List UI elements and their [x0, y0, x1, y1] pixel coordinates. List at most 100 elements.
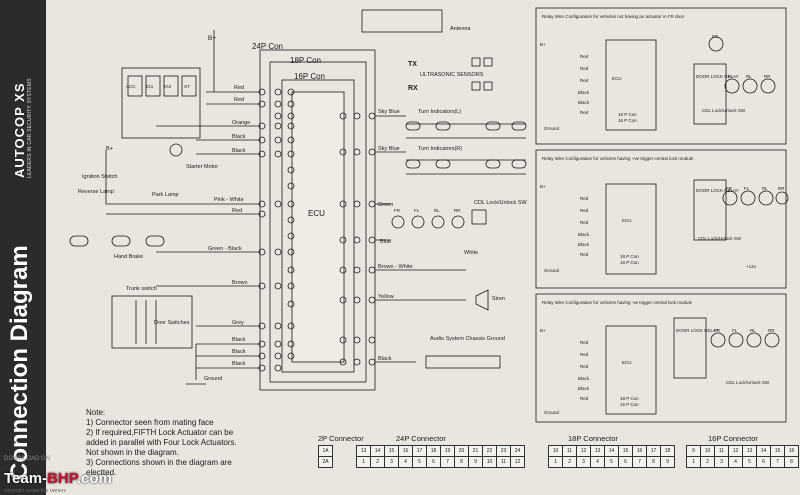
wire-brown: Brown: [232, 280, 248, 286]
note-2b: added in parallel with Four Lock Actuato…: [86, 438, 237, 447]
label-turn-right: Turn Indicators(R): [418, 146, 462, 152]
label-turn-left: Turn Indicators(L): [418, 109, 461, 115]
pin-cell: 15: [770, 445, 785, 457]
panel-2-rl: RL: [762, 186, 768, 191]
pin-cell: 5: [742, 456, 757, 468]
label-ultrasonic: ULTRASONIC SENSORS: [420, 72, 484, 78]
wire-grey: Grey: [232, 320, 244, 326]
panel-1-ecu: ECU: [612, 76, 622, 81]
pin-cell: 11: [714, 445, 729, 457]
label-reverse: Reverse Lamp: [78, 189, 114, 195]
panel-3-wire-3: Black: [578, 376, 590, 381]
panel-2-con18: 18 P Con: [620, 254, 639, 259]
panel-2-wire-5: Red: [580, 252, 589, 257]
right-wires: [375, 115, 526, 363]
label-siren: Siren: [492, 296, 505, 302]
starter-motor-icon: [169, 143, 183, 157]
note-2c: Not shown in the diagram.: [86, 448, 179, 457]
pin-cell: 5: [604, 456, 619, 468]
wire-sky-blue-1: Sky Blue: [378, 109, 400, 115]
label-starter: Starter Motor: [186, 164, 218, 170]
wire-black-5: Black: [232, 361, 246, 367]
brand-logo: AUTOCOP XS LEADERS IN CAR SECURITY SYSTE…: [12, 60, 34, 178]
panel-3-con18: 18 P Con: [620, 396, 639, 401]
pin-cell: 11: [562, 445, 577, 457]
actuator-fl-icon: [411, 215, 425, 229]
pin-cell: 14: [604, 445, 619, 457]
panel-1-title: Relay Wire Configuration for vehicles no…: [542, 14, 685, 19]
connector-24p-title: 24P Connector: [396, 434, 446, 443]
pin-cell: 24: [510, 445, 525, 457]
note-3b: electted.: [86, 468, 117, 477]
panel-1: [535, 7, 787, 145]
pin-cell: 2: [370, 456, 385, 468]
connector-16p-frame: [281, 79, 355, 373]
pin-cell: 10: [700, 445, 715, 457]
left-pins: [258, 88, 295, 372]
pin-cell: 15: [384, 445, 399, 457]
wire-sky-blue-2: Sky Blue: [378, 146, 400, 152]
copyright-text: copyright respective owners: [4, 488, 66, 494]
panel-1-rl: RL: [746, 74, 752, 79]
pin-cell: 3: [384, 456, 399, 468]
label-18p: 18P Con: [290, 56, 321, 65]
panel-1-fl: FL: [728, 74, 734, 79]
label-door-switches: Door Switches: [154, 320, 190, 326]
label-16p: 16P Con: [294, 72, 325, 81]
wire-red-3: Red: [232, 208, 242, 214]
panel-1-wire-4: Black: [578, 100, 590, 105]
pin-cell: 13: [742, 445, 757, 457]
sidebar: AUTOCOP XS LEADERS IN CAR SECURITY SYSTE…: [0, 0, 46, 495]
pin-cell: 16: [784, 445, 799, 457]
panel-2-12v: +12v: [746, 264, 757, 269]
pin-cell: 15: [618, 445, 633, 457]
wire-black-4: Black: [232, 349, 246, 355]
panel-1-fr: FR: [712, 34, 719, 39]
door-switches-box: [111, 295, 193, 349]
pin-cell: 10: [482, 456, 497, 468]
actuator-rl-icon: [431, 215, 445, 229]
cdl-switch-icon: [471, 209, 487, 225]
audio-system-icon: [425, 355, 501, 369]
logo-part-b: BHP: [47, 470, 77, 487]
pin-cell: 12: [728, 445, 743, 457]
label-bplus-2: B+: [106, 146, 113, 152]
pin-cell: 19: [440, 445, 455, 457]
label-ecu: ECU: [308, 209, 325, 218]
wire-pink-white: Pink - White: [214, 197, 244, 203]
team-bhp-logo: Team-BHP.com: [4, 470, 112, 487]
brand-tagline: LEADERS IN CAR SECURITY SYSTEMS: [27, 78, 33, 178]
pin-cell: 1: [686, 456, 701, 468]
panel-2-wire-0: Red: [580, 196, 589, 201]
download-label: DOWNLOAD ON: [4, 456, 51, 462]
panel-3-ground: Ground: [544, 410, 560, 415]
panel-1-con16: 16 P Con: [618, 118, 637, 123]
reverse-lamp-icon: [69, 235, 89, 247]
page-title: Connection Diagram: [6, 245, 33, 480]
pin-row: 2A: [318, 456, 333, 468]
right-pins: [339, 112, 376, 366]
panel-2-wire-3: Black: [578, 232, 590, 237]
wire-black-1: Black: [232, 134, 246, 140]
pin-cell: 18: [426, 445, 441, 457]
pin-cell: 7: [770, 456, 785, 468]
pin-cell: 13: [590, 445, 605, 457]
switch-ig2: IG2: [164, 84, 172, 89]
connector-18p-frame: [269, 61, 367, 383]
panel-2-wire-1: Red: [580, 208, 589, 213]
panel-2-title: Relay Wire Configuration for vehicles ha…: [542, 156, 694, 161]
note-1: 1) Connector seen from mating face: [86, 418, 214, 427]
pin-cell: 5: [412, 456, 427, 468]
panel-1-relay: DOOR LOCK RELAY: [696, 74, 739, 79]
panel-3-wire-0: Red: [580, 340, 589, 345]
wire-black-2: Black: [232, 148, 246, 154]
label-ignition: Ignition Switch: [82, 174, 117, 180]
panel-1-sw: CDL Lock/Unlock SW: [702, 108, 746, 113]
pin-cell: 12: [576, 445, 591, 457]
pin-cell: 11: [496, 456, 511, 468]
pin-cell: 18: [660, 445, 675, 457]
panel-2-wire-4: Black: [578, 242, 590, 247]
